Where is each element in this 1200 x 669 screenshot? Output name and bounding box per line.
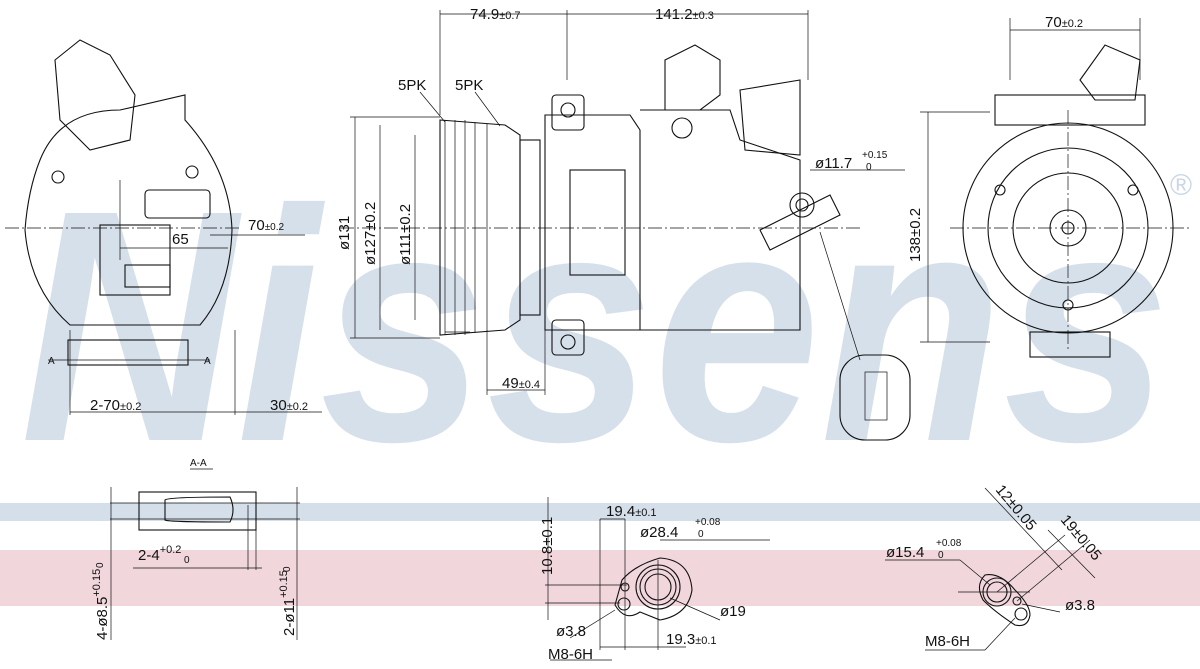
dim-19-3: 19.3±0.1	[666, 631, 717, 648]
dim-d11-7-lower: 0	[866, 162, 872, 173]
dim-d3-8-port1: ø3.8	[556, 623, 586, 640]
dim-d15-4-upper: +0.08	[936, 538, 962, 549]
dim-30: 30±0.2	[270, 397, 308, 414]
dim-10-8: 10.8±0.1	[539, 517, 556, 575]
dim-65: 65	[172, 231, 189, 248]
dim-70-side: 70±0.2	[248, 217, 285, 234]
dim-2-4: 2-4+0.2	[138, 544, 181, 564]
dim-d28-4: ø28.4	[640, 524, 678, 541]
compressor-main-view	[340, 10, 911, 441]
dim-d15-4: ø15.4	[886, 544, 924, 561]
section-title: A-A	[190, 458, 207, 469]
dim-d15-4-lower: 0	[938, 550, 944, 561]
dim-d28-4-lower: 0	[698, 529, 704, 540]
dim-d11-7: ø11.7	[815, 155, 852, 172]
dim-2-d11: 2-ø11+0.15	[278, 570, 298, 636]
dim-d28-4-upper: +0.08	[695, 517, 721, 528]
dim-d3-8-port2: ø3.8	[1065, 597, 1095, 614]
thread-m8-port2: M8-6H	[925, 633, 970, 650]
registered-mark: ®	[1170, 169, 1192, 202]
dim-19-4: 19.4±0.1	[606, 503, 657, 520]
label-5pk-1: 5PK	[398, 77, 426, 94]
dim-d111: ø111±0.2	[397, 204, 414, 265]
dim-70-front: 70±0.2	[1045, 14, 1083, 31]
port-2-detail	[885, 487, 1096, 651]
dim-d11-7-upper: +0.15	[862, 150, 888, 161]
dim-4-d8-5: 4-ø8.5+0.15	[91, 569, 111, 640]
side-view	[5, 39, 322, 415]
dim-2-4-lower: 0	[184, 555, 190, 566]
section-a-a	[110, 487, 300, 640]
dim-74-9: 74.9±0.7	[470, 6, 521, 23]
dim-138: 138±0.2	[907, 208, 924, 262]
dim-d131: ø131	[336, 216, 353, 250]
dim-4-d8-5-lower: 0	[95, 562, 106, 568]
label-5pk-2: 5PK	[455, 77, 483, 94]
blue-band	[0, 503, 1200, 521]
dim-d127: ø127±0.2	[362, 202, 379, 265]
dim-d19: ø19	[720, 603, 746, 620]
dim-2-70: 2-70±0.2	[90, 397, 141, 414]
front-view	[920, 18, 1190, 358]
port-1-detail	[545, 497, 770, 661]
thread-m8-port1: M8-6H	[548, 646, 593, 663]
nissens-watermark: Nissens	[20, 141, 1170, 510]
section-marker-left: A	[48, 356, 55, 367]
dim-49: 49±0.4	[502, 375, 540, 392]
dim-2-d11-lower: 0	[282, 566, 293, 572]
section-marker-right: A	[204, 356, 211, 367]
dim-141-2: 141.2±0.3	[655, 6, 714, 23]
